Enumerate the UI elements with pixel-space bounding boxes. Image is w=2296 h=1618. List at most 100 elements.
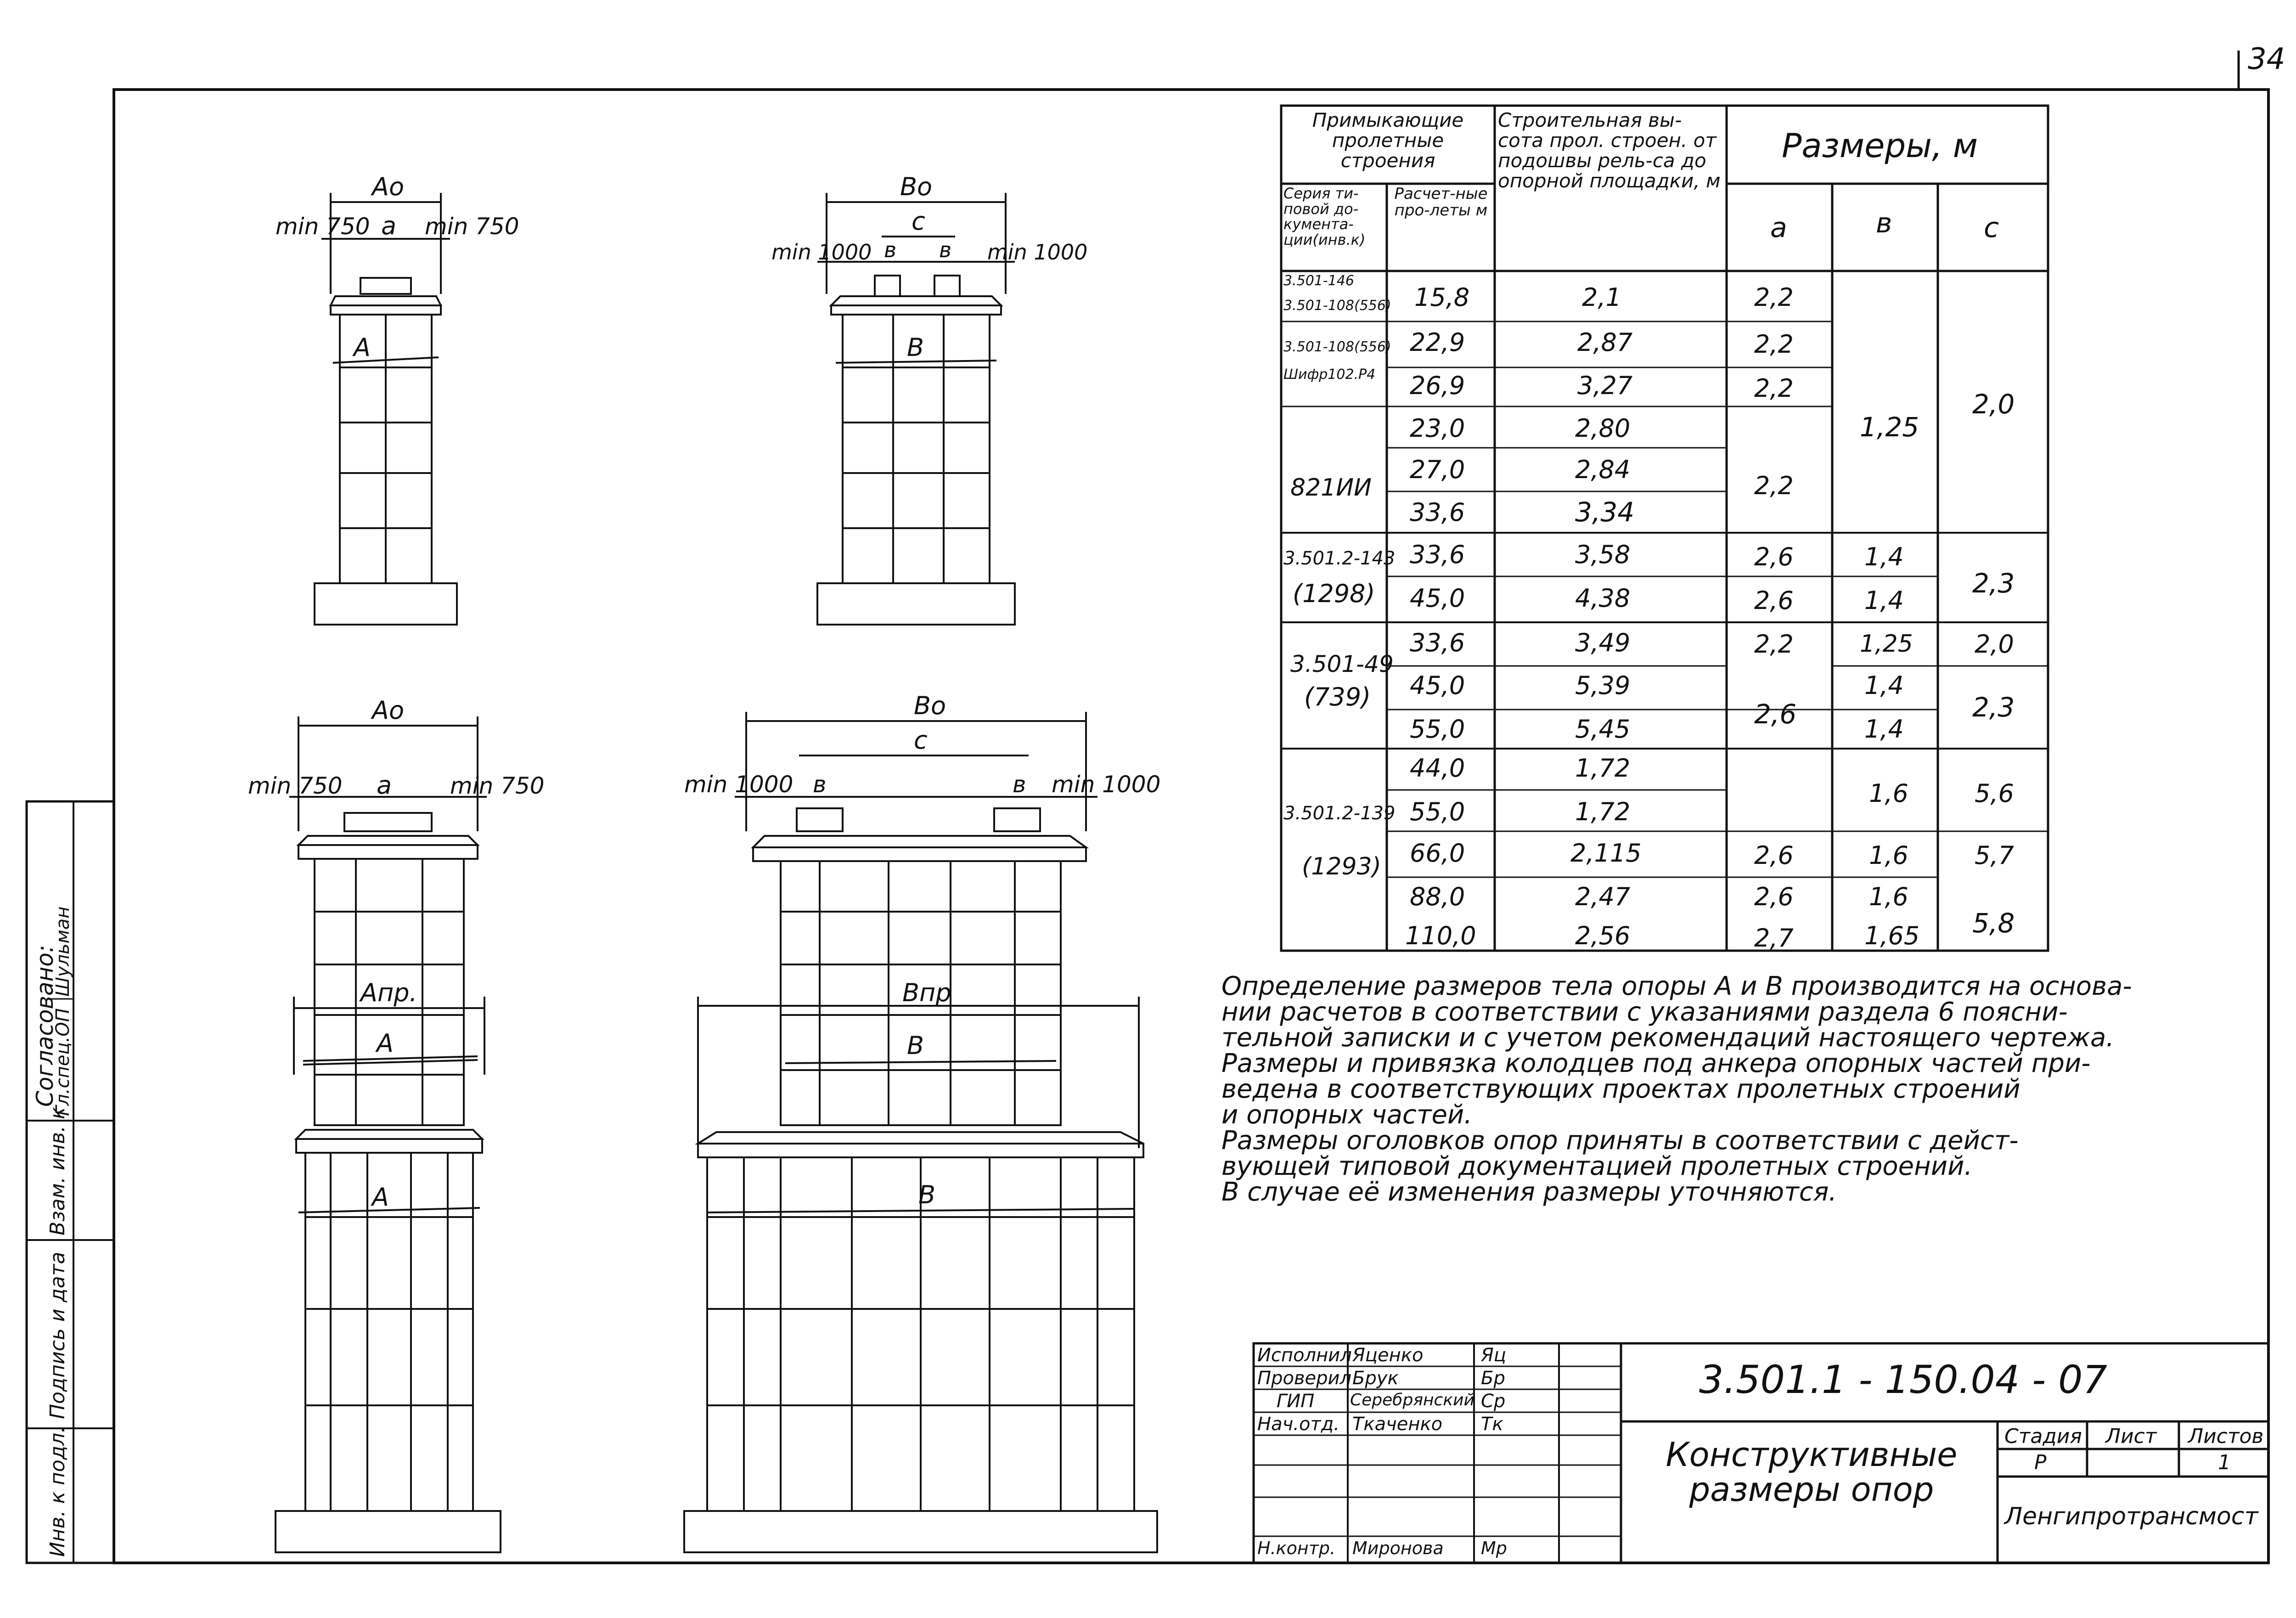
table-cell-a: 2,2 [1754, 630, 1794, 659]
table-cell-b: 1,4 [1864, 542, 1904, 571]
table-cell-a: 2,7 [1754, 924, 1794, 953]
table-cell-height: 5,45 [1575, 715, 1631, 744]
staff-role: ГИП [1277, 1391, 1315, 1412]
stage-label: Стадия [2004, 1425, 2082, 1448]
staff-role: Нач.отд. [1257, 1414, 1340, 1435]
pier-tall-a-label-a-lower: A [371, 1183, 389, 1212]
th-series: Серия ти-повой до-кумента-ции(инв.к) [1283, 185, 1366, 248]
pier-tall-b-label-b: B [907, 1031, 924, 1060]
note-line: Размеры оголовков опор приняты в соответ… [1221, 1126, 2019, 1156]
table-cell-a: 2,2 [1754, 471, 1794, 500]
table-cell-span: 44,0 [1410, 754, 1465, 783]
table-cell-b: 1,6 [1869, 779, 1908, 808]
staff-role: Исполнил [1257, 1345, 1352, 1366]
table-cell-height: 2,1 [1582, 283, 1621, 312]
table-cell-height: 1,72 [1575, 754, 1631, 783]
stamp-name: Шульман [52, 907, 73, 997]
pier-tall-a-a: a [377, 771, 392, 800]
table-merged-c: 2,0 [1972, 389, 2015, 420]
table-cell-c: 5,6 [1975, 779, 2014, 808]
table-cell-span: 45,0 [1410, 671, 1465, 700]
table-cell-a: 2,2 [1754, 283, 1794, 312]
table-cell-a: 2,6 [1754, 542, 1794, 571]
series-label: 3.501.2-143 [1283, 548, 1396, 569]
pier-tall-b-b-right: в [1013, 771, 1026, 798]
staff-name: Серебрянский [1350, 1391, 1474, 1409]
side-stamp: Согласовано: Гл.спец.ОП Шульман Взам. ин… [25, 800, 115, 1564]
note-line: В случае её изменения размеры уточняются… [1221, 1177, 1837, 1207]
table-cell-span: 26,9 [1410, 371, 1465, 400]
drawing-title: Конструктивные размеры опор [1666, 1435, 1958, 1509]
series-label: Шифр102.Р4 [1283, 366, 1376, 383]
table-cell-span: 15,8 [1414, 283, 1470, 312]
stamp-sign-date: Подпись и дата [46, 1252, 69, 1419]
th-sizes: Размеры, м [1782, 126, 1978, 165]
pier-medium-body: B [907, 333, 924, 362]
pier-medium-b-right: в [939, 237, 951, 262]
sheets-value: 1 [2218, 1451, 2231, 1474]
organization: Ленгипротрансмост [2004, 1503, 2258, 1530]
note-line: вующей типовой документацией пролетных с… [1221, 1151, 1973, 1181]
stage-value: Р [2034, 1451, 2047, 1474]
th-span: Расчет-ные про-леты м [1394, 185, 1488, 220]
th-adjacent: Примыкающие пролетные строения [1312, 109, 1464, 172]
table-cell-a: 2,2 [1754, 330, 1794, 359]
pier-small-body: A [352, 333, 371, 362]
note-line: и опорных частей. [1221, 1100, 1473, 1130]
pier-medium-b-left: в [884, 237, 896, 262]
pier-small-min-right: min 750 [425, 213, 519, 240]
table-cell-b: 1,4 [1864, 671, 1904, 700]
note-line: ведена в соответствующих проектах пролет… [1221, 1074, 2020, 1104]
table-cell-height: 2,47 [1575, 882, 1631, 911]
table-cell-height: 3,34 [1575, 496, 1635, 528]
pier-tall-a-min-left: min 750 [248, 772, 343, 799]
title-block [1252, 1342, 2270, 1564]
stamp-inv-replace: Взам. инв. к [46, 1107, 69, 1235]
table-cell-span: 33,6 [1410, 540, 1465, 569]
table-cell-span: 33,6 [1410, 498, 1465, 527]
note-line: Размеры и привязка колодцев под анкера о… [1221, 1049, 2091, 1078]
pier-tall-b-min-right: min 1000 [1052, 771, 1160, 798]
pier-medium-bo: Bо [900, 172, 932, 201]
table-cell-b: 1,6 [1869, 841, 1908, 870]
table-cell-height: 2,56 [1575, 921, 1631, 950]
table-cell-span: 110,0 [1405, 921, 1476, 950]
series-label: 3.501-146 [1283, 273, 1354, 289]
pier-tall-b-bo: Bо [914, 691, 946, 720]
table-cell-b: 1,6 [1869, 882, 1908, 911]
staff-sign: Яц [1481, 1345, 1507, 1366]
stamp-inv-orig: Инв. к подл. [46, 1426, 69, 1557]
table-cell-height: 2,80 [1575, 414, 1631, 443]
series-label: (1298) [1293, 579, 1375, 608]
stamp-agreed: Согласовано: [32, 945, 58, 1107]
table-cell-span: 22,9 [1410, 328, 1465, 357]
table-cell-span: 88,0 [1410, 882, 1465, 911]
notes-block: Определение размеров тела опоры A и B пр… [1221, 974, 2259, 1205]
pier-medium-min-right: min 1000 [987, 240, 1087, 265]
series-label: 3.501-49 [1290, 651, 1394, 677]
pier-tall-b-drawing: Bо c min 1000 в в min 1000 Bпр B [683, 691, 1160, 1553]
pier-tall-a-ao: Aо [371, 696, 404, 725]
staff-sign: Бр [1481, 1368, 1505, 1389]
pier-small-ao: Aо [371, 172, 404, 201]
th-height: Строительная вы-сота прол. строен. от по… [1498, 109, 1721, 192]
sheets-label: Листов [2188, 1425, 2264, 1448]
table-merged-c: 5,8 [1972, 908, 2015, 939]
doc-code: 3.501.1 - 150.04 - 07 [1699, 1357, 2107, 1402]
staff-name: Брук [1352, 1368, 1399, 1389]
pier-small-drawing: Aо min 750 a min 750 A [276, 172, 519, 626]
pier-tall-a-drawing: Aо min 750 a min 750 Aпр. A A [248, 696, 545, 1553]
table-cell-span: 45,0 [1410, 584, 1465, 613]
pier-tall-b-b-left: в [813, 771, 826, 798]
note-line: нии расчетов в соответствии с указаниями… [1221, 997, 2068, 1027]
table-cell-height: 2,84 [1575, 455, 1631, 484]
table-cell-b: 1,4 [1864, 715, 1904, 744]
table-merged-c: 2,3 [1972, 692, 2015, 723]
table-cell-span: 66,0 [1410, 839, 1465, 868]
pier-medium-drawing: Bо c min 1000 в в min 1000 B [771, 172, 1087, 626]
staff-name: Миронова [1352, 1538, 1444, 1558]
pier-small-min-left: min 750 [276, 213, 370, 240]
series-label: 3.501-108(556) [1283, 339, 1391, 355]
table-cell-a: 2,6 [1754, 841, 1794, 870]
